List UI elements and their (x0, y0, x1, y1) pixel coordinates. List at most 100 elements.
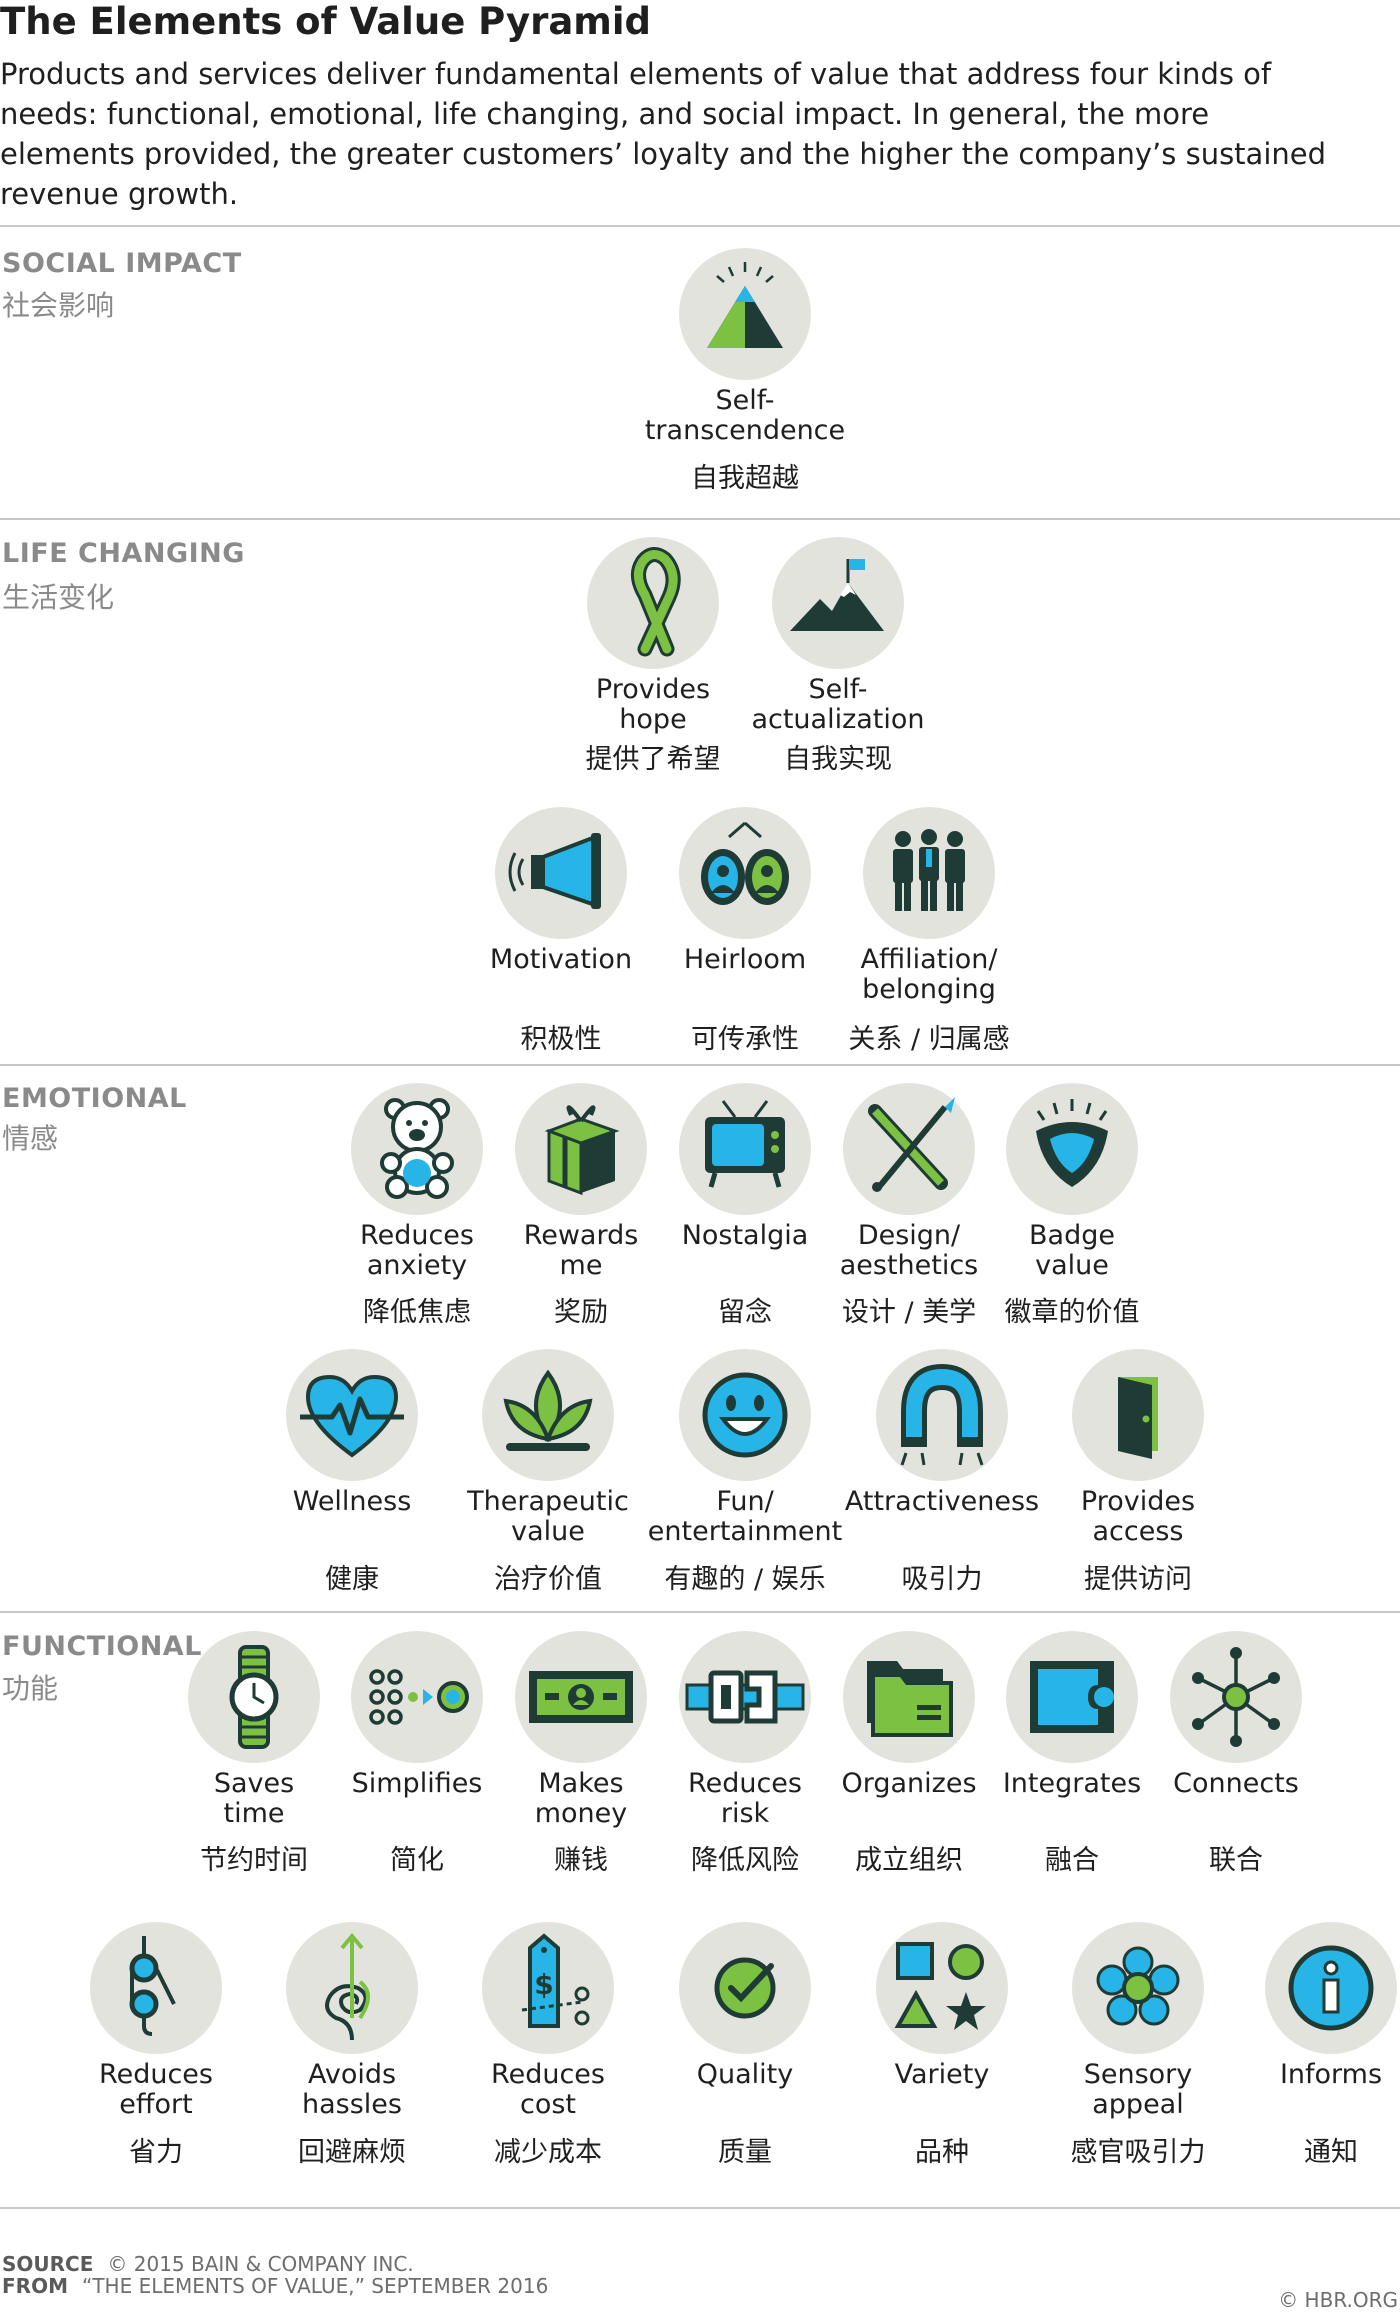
source-text: © 2015 BAIN & COMPANY INC. (107, 2252, 414, 2276)
element-label-zh: 降低焦虑 (363, 1297, 471, 1328)
element-label-zh: 赚钱 (554, 1845, 608, 1876)
retro-tv-icon-drawing (705, 1100, 785, 1188)
divider (0, 2207, 1400, 2209)
element-label-zh: 通知 (1304, 2137, 1358, 2168)
seatbelt-icon (679, 1631, 811, 1763)
magnet-icon (876, 1349, 1008, 1481)
element-label-zh: 自我实现 (784, 744, 892, 775)
element-label-zh: 治疗价值 (494, 1564, 602, 1595)
source-label: SOURCE (2, 2252, 94, 2276)
smiley-icon-drawing (702, 1372, 788, 1458)
element-label: Therapeutic value (467, 1486, 629, 1547)
puzzle-icon (1006, 1631, 1138, 1763)
from-label: FROM (2, 2274, 68, 2298)
open-door-icon (1072, 1349, 1204, 1481)
ribbon-icon (587, 537, 719, 669)
element-label-zh: 设计 / 美学 (841, 1297, 977, 1328)
lotus-icon (482, 1349, 614, 1481)
element-label-zh: 吸引力 (901, 1564, 983, 1595)
element-label-zh: 关系 / 归属感 (848, 1024, 1010, 1055)
seatbelt-icon-drawing (685, 1670, 805, 1724)
gift-box-icon-drawing (544, 1105, 620, 1196)
hbr-credit: © HBR.ORG (1278, 2288, 1398, 2312)
shapes-icon-drawing (894, 1942, 986, 2030)
element-label-zh: 积极性 (520, 1024, 602, 1055)
element-label: Reduces anxiety (360, 1220, 474, 1281)
wristwatch-icon (188, 1631, 320, 1763)
element-label-zh: 简化 (390, 1845, 444, 1876)
smiley-icon (679, 1349, 811, 1481)
element-label-zh: 质量 (718, 2137, 772, 2168)
flower-icon-drawing (1096, 1946, 1180, 2026)
element-label: Quality (696, 2059, 794, 2090)
element-lotus: Therapeutic value 治疗价值 (453, 1349, 643, 1595)
element-label-zh: 奖励 (554, 1297, 608, 1328)
dots-simplify-icon (351, 1631, 483, 1763)
element-label: Informs (1279, 2059, 1383, 2090)
info-icon (1265, 1922, 1397, 2054)
element-label-zh: 省力 (129, 2137, 183, 2168)
element-label: Organizes (841, 1768, 977, 1799)
section-title-life-changing: LIFE CHANGING (2, 538, 245, 569)
element-label: Rewards me (523, 1220, 639, 1281)
teddy-bear-icon-drawing (380, 1098, 454, 1199)
tangled-arrow-icon-drawing (325, 1932, 370, 2041)
element-label: Simplifies (351, 1768, 483, 1799)
element-megaphone: Motivation 积极性 (466, 807, 656, 1055)
pyramid-icon (679, 248, 811, 380)
gift-box-icon (515, 1083, 647, 1215)
element-label-zh: 感官吸引力 (1070, 2137, 1206, 2168)
element-gift-box: Rewards me 奖励 (486, 1083, 676, 1328)
mountain-flag-icon-drawing (790, 559, 884, 631)
element-label-zh: 自我超越 (691, 463, 799, 494)
section-title-functional: FUNCTIONAL (2, 1631, 202, 1662)
element-label: Integrates (1002, 1768, 1142, 1799)
pulley-icon-drawing (129, 1936, 176, 2036)
element-label: Avoids hassles (302, 2059, 402, 2120)
divider (0, 225, 1400, 227)
intro-paragraph: Products and services deliver fundamenta… (0, 57, 1327, 211)
element-label: Reduces risk (688, 1768, 802, 1829)
folders-icon (843, 1631, 975, 1763)
badge-icon (1006, 1083, 1138, 1215)
from-text: “THE ELEMENTS OF VALUE,” SEPTEMBER 2016 (81, 2274, 549, 2298)
page-title: The Elements of Value Pyramid (0, 0, 652, 43)
pencil-brush-icon-drawing (868, 1097, 955, 1192)
network-hub-icon (1170, 1631, 1302, 1763)
divider (0, 1611, 1400, 1613)
element-label: Provides access (1080, 1486, 1196, 1547)
checkmark-icon-drawing (714, 1957, 776, 2019)
element-label-zh: 成立组织 (855, 1845, 963, 1876)
element-label: Nostalgia (681, 1220, 809, 1251)
element-label: Motivation (489, 944, 633, 975)
element-label: Reduces cost (491, 2059, 605, 2120)
folders-icon-drawing (867, 1661, 953, 1737)
heirloom-icon-drawing (701, 821, 789, 905)
ribbon-icon-drawing (631, 547, 681, 657)
element-label-zh: 品种 (915, 2137, 969, 2168)
element-label: Sensory appeal (1083, 2059, 1193, 2120)
element-label: Variety (894, 2059, 990, 2090)
element-label-zh: 回避麻烦 (298, 2137, 406, 2168)
element-checkmark: Quality 质量 (650, 1922, 840, 2168)
section-subtitle-life-changing: 生活变化 (2, 581, 115, 614)
wristwatch-icon-drawing (229, 1645, 279, 1749)
element-pulley: Reduces effort 省力 (61, 1922, 251, 2168)
element-label: Reduces effort (99, 2059, 213, 2120)
element-label: Attractiveness (844, 1486, 1040, 1517)
shapes-icon (876, 1922, 1008, 2054)
element-label: Provides hope (595, 674, 711, 735)
element-label-zh: 联合 (1209, 1845, 1263, 1876)
from-line: FROM “THE ELEMENTS OF VALUE,” SEPTEMBER 2… (2, 2274, 548, 2298)
megaphone-icon-drawing (508, 833, 601, 909)
megaphone-icon (495, 807, 627, 939)
